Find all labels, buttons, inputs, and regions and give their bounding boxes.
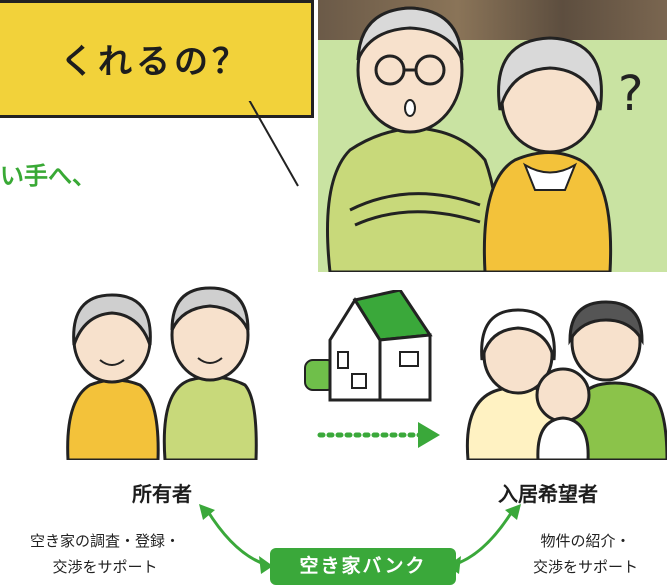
owner-label: 所有者 <box>132 482 192 506</box>
right-support-line-2: 交渉をサポート <box>532 558 638 576</box>
question-text: くれるの？ <box>60 42 250 82</box>
right-support-line-1: 物件の紹介・ <box>540 532 631 550</box>
left-support-text: 空き家の調査・登録・ 交渉をサポート <box>10 528 200 580</box>
right-support-text: 物件の紹介・ 交渉をサポート <box>508 528 663 580</box>
left-support-line-2: 交渉をサポート <box>52 558 158 576</box>
subline-text: い手へ、 <box>0 162 96 190</box>
question-mark-icon: ? <box>618 66 643 122</box>
seeker-label: 入居希望者 <box>498 482 598 506</box>
center-illustration <box>304 290 440 448</box>
speech-bubble-tail <box>235 95 299 187</box>
old-man-figure <box>326 6 502 272</box>
house-icon <box>304 290 433 402</box>
owner-couple-illustration <box>66 286 258 460</box>
old-woman-figure <box>482 36 613 272</box>
seeker-family-illustration <box>465 300 667 460</box>
akiya-bank-badge: 空き家バンク <box>270 548 456 585</box>
speech-bubble <box>0 0 314 118</box>
left-support-line-1: 空き家の調査・登録・ <box>29 532 180 550</box>
dotted-arrow-icon <box>317 422 440 448</box>
elderly-couple-illustration: ? <box>326 6 643 272</box>
